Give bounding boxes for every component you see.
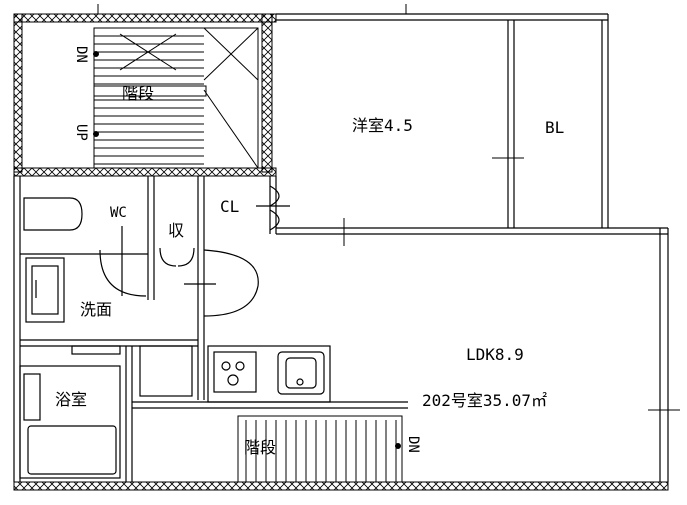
- stair-top-drawing: [93, 27, 259, 169]
- stair-bottom-drawing: [237, 415, 403, 483]
- closet-label: CL: [220, 197, 240, 216]
- stair-top-down-label: DN: [73, 46, 89, 63]
- kitchen-fixtures: [213, 351, 325, 395]
- ldk-label: LDK8.9: [466, 345, 524, 364]
- toilet-fixture: [23, 185, 290, 317]
- wall-lines: [13, 13, 669, 482]
- stair-bottom-down-label: DN: [405, 436, 421, 453]
- unit-area-label: 202号室35.07㎡: [422, 391, 548, 410]
- balcony-label: BL: [545, 118, 565, 137]
- bathroom-label: 浴室: [55, 390, 88, 409]
- stair-bottom-label: 階段: [244, 438, 277, 457]
- bathtub-fixture: [19, 345, 121, 479]
- stair-top-label: 階段: [122, 84, 155, 103]
- stair-top-up-label: UP: [73, 124, 89, 141]
- exterior-walls: [13, 13, 669, 491]
- wc-label: WC: [110, 205, 127, 221]
- storage-label: 収: [168, 221, 185, 240]
- western-room-label: 洋室4.5: [352, 116, 413, 135]
- grid-ticks: [97, 4, 680, 411]
- washroom-label: 洗面: [80, 300, 113, 319]
- washbasin-fixture: [25, 257, 65, 323]
